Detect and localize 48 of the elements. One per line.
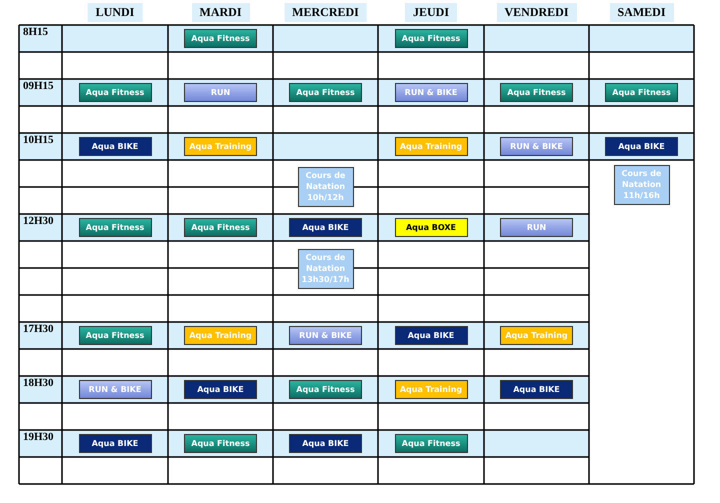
class-badge: Aqua BIKE: [394, 326, 468, 345]
class-badge: Aqua Fitness: [605, 83, 678, 102]
class-badge: Aqua Fitness: [394, 434, 468, 453]
class-badge: RUN: [500, 218, 573, 237]
class-badge: Aqua Fitness: [289, 83, 362, 102]
class-badge: Aqua Training: [394, 380, 468, 399]
time-label: 8H15: [23, 26, 48, 38]
class-badge: Aqua Fitness: [184, 218, 257, 237]
time-label: 19H30: [23, 431, 54, 443]
class-badge: Aqua Fitness: [394, 29, 468, 48]
time-label: 09H15: [23, 80, 54, 92]
class-badge: RUN: [184, 83, 257, 102]
class-badge: RUN & BIKE: [289, 326, 362, 345]
day-header: MERCREDI: [284, 3, 367, 22]
swim-class-box: Cours de Natation 13h30/17h: [298, 249, 354, 290]
class-badge: Aqua Fitness: [184, 434, 257, 453]
swim-class-box: Cours de Natation 10h/12h: [298, 167, 354, 208]
class-badge: Aqua Fitness: [78, 218, 152, 237]
swim-class-box: Cours de Natation 11h/16h: [614, 165, 670, 206]
class-badge: Aqua BIKE: [289, 434, 362, 453]
day-header: MARDI: [192, 3, 250, 22]
class-badge: Aqua Fitness: [184, 29, 257, 48]
class-badge: RUN & BIKE: [394, 83, 468, 102]
class-badge: Aqua Fitness: [78, 326, 152, 345]
class-badge: Aqua Fitness: [289, 380, 362, 399]
time-label: 12H30: [23, 215, 54, 227]
class-badge: Aqua Training: [394, 137, 468, 156]
class-badge: Aqua BIKE: [500, 380, 573, 399]
class-badge: Aqua BIKE: [78, 137, 152, 156]
day-header: JEUDI: [405, 3, 457, 22]
day-header: VENDREDI: [496, 3, 576, 22]
day-header: SAMEDI: [610, 3, 674, 22]
class-badge: Aqua Fitness: [78, 83, 152, 102]
class-badge: RUN & BIKE: [78, 380, 152, 399]
day-header: LUNDI: [88, 3, 142, 22]
class-badge: Aqua Training: [184, 137, 257, 156]
class-badge: RUN & BIKE: [500, 137, 573, 156]
class-badge: Aqua BIKE: [289, 218, 362, 237]
class-badge: Aqua BIKE: [605, 137, 678, 156]
time-label: 18H30: [23, 377, 54, 389]
class-badge: Aqua Training: [500, 326, 573, 345]
time-label: 17H30: [23, 323, 54, 335]
time-label: 10H15: [23, 134, 54, 146]
class-badge: Aqua Training: [184, 326, 257, 345]
class-badge: Aqua BIKE: [184, 380, 257, 399]
class-badge: Aqua BOXE: [394, 218, 468, 237]
class-badge: Aqua BIKE: [78, 434, 152, 453]
class-badge: Aqua Fitness: [500, 83, 573, 102]
